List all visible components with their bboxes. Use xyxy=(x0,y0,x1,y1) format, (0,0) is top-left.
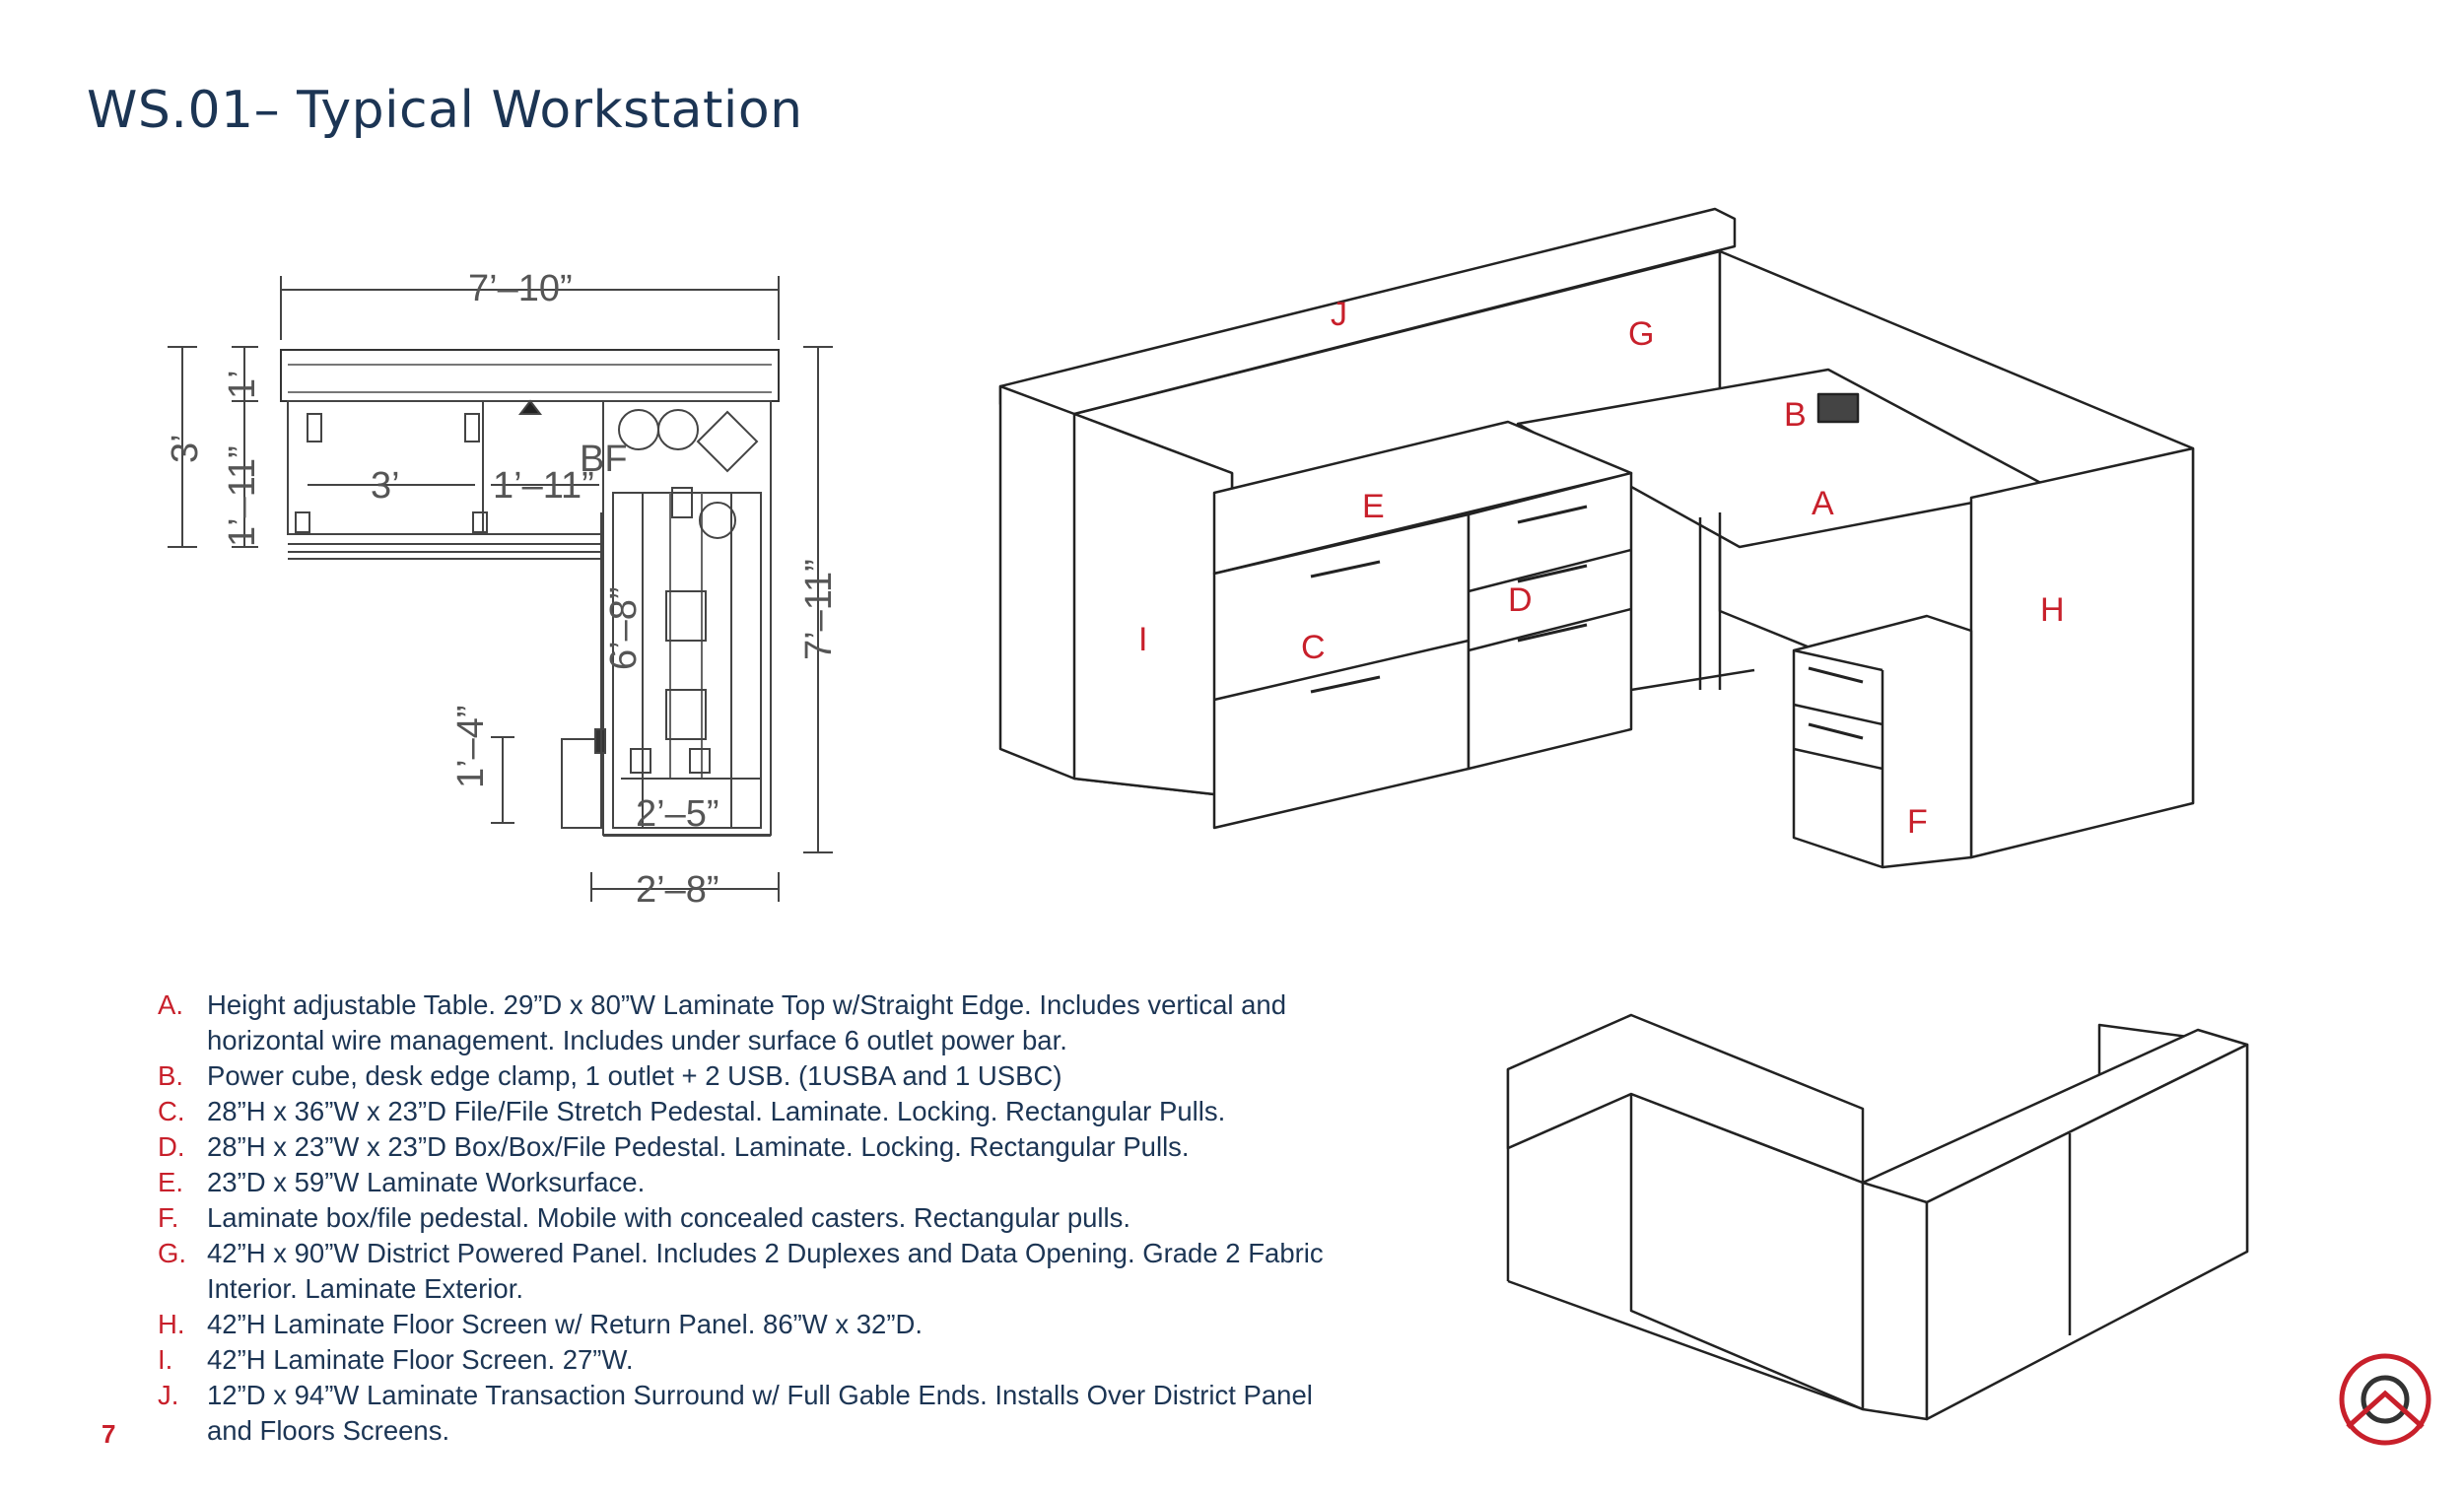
callout-f: F xyxy=(1907,803,1928,841)
isometric-view xyxy=(998,207,2195,869)
spec-item: A. Height adjustable Table. 29”D x 80”W L… xyxy=(158,987,1340,1058)
spec-letter: E. xyxy=(158,1167,183,1197)
spec-letter: G. xyxy=(158,1238,187,1268)
spec-letter: I. xyxy=(158,1344,173,1375)
callout-j: J xyxy=(1331,296,1347,333)
spec-item: J. 12”D x 94”W Laminate Transaction Surro… xyxy=(158,1378,1340,1449)
spec-item: E. 23”D x 59”W Laminate Worksurface. xyxy=(158,1165,1340,1200)
spec-item: C. 28”H x 36”W x 23”D File/File Stretch P… xyxy=(158,1094,1340,1129)
dim-pedestal-depth: 1’–4” xyxy=(450,706,492,789)
dim-left-depth: 3’ xyxy=(165,434,206,463)
dim-overall-depth: 7’–11” xyxy=(798,559,840,660)
spec-letter: D. xyxy=(158,1131,185,1162)
spec-text: Height adjustable Table. 29”D x 80”W Lam… xyxy=(207,989,1287,1055)
callout-h: H xyxy=(2040,591,2065,629)
dim-bottom-inner: 2’–5” xyxy=(636,793,719,835)
spec-text: 12”D x 94”W Laminate Transaction Surroun… xyxy=(207,1380,1313,1446)
callout-b: B xyxy=(1784,396,1807,434)
spec-letter: B. xyxy=(158,1060,183,1091)
spec-text: 42”H x 90”W District Powered Panel. Incl… xyxy=(207,1238,1324,1304)
spec-letter: A. xyxy=(158,989,183,1020)
spec-text: Laminate box/file pedestal. Mobile with … xyxy=(207,1202,1131,1233)
spec-item: F. Laminate box/file pedestal. Mobile wit… xyxy=(158,1200,1340,1236)
dim-return-length: 6’–8” xyxy=(603,587,645,671)
spec-text: 23”D x 59”W Laminate Worksurface. xyxy=(207,1167,646,1197)
dim-left-top: 1’ xyxy=(222,370,263,399)
dim-segment-a: 3’ xyxy=(371,465,400,507)
callout-g: G xyxy=(1628,315,1654,353)
spec-item: G. 42”H x 90”W District Powered Panel. In… xyxy=(158,1236,1340,1307)
logo-icon xyxy=(2339,1353,2431,1446)
spec-letter: H. xyxy=(158,1309,185,1339)
exterior-view xyxy=(1506,1013,2249,1421)
spec-item: D. 28”H x 23”W x 23”D Box/Box/File Pedest… xyxy=(158,1129,1340,1165)
plan-view xyxy=(168,276,833,902)
plan-tag: BF xyxy=(580,439,628,480)
callout-a: A xyxy=(1812,485,1834,522)
dim-segment-b: 1’–11” xyxy=(493,465,594,507)
spec-text: 28”H x 23”W x 23”D Box/Box/File Pedestal… xyxy=(207,1131,1190,1162)
spec-item: H. 42”H Laminate Floor Screen w/ Return P… xyxy=(158,1307,1340,1342)
isometric-pulls xyxy=(1310,505,1864,740)
spec-text: 42”H Laminate Floor Screen. 27”W. xyxy=(207,1344,634,1375)
dim-bottom-outer: 2’–8” xyxy=(636,869,719,911)
spec-text: 42”H Laminate Floor Screen w/ Return Pan… xyxy=(207,1309,923,1339)
spec-text: Power cube, desk edge clamp, 1 outlet + … xyxy=(207,1060,1062,1091)
callout-e: E xyxy=(1362,488,1385,525)
callout-c: C xyxy=(1301,629,1326,666)
callout-i: I xyxy=(1138,621,1147,658)
spec-letter: C. xyxy=(158,1096,185,1126)
callout-d: D xyxy=(1508,581,1533,619)
spec-letter: F. xyxy=(158,1202,179,1233)
spec-letter: J. xyxy=(158,1380,179,1410)
dim-overall-width: 7’–10” xyxy=(468,268,573,309)
spec-text: 28”H x 36”W x 23”D File/File Stretch Ped… xyxy=(207,1096,1226,1126)
page-number: 7 xyxy=(102,1419,116,1449)
spec-item: B. Power cube, desk edge clamp, 1 outlet … xyxy=(158,1058,1340,1094)
page-title: WS.01– Typical Workstation xyxy=(87,81,803,140)
dim-left-sub-depth: 1’–11” xyxy=(222,445,263,547)
spec-item: I. 42”H Laminate Floor Screen. 27”W. xyxy=(158,1342,1340,1378)
spec-list: A. Height adjustable Table. 29”D x 80”W L… xyxy=(158,987,1340,1449)
